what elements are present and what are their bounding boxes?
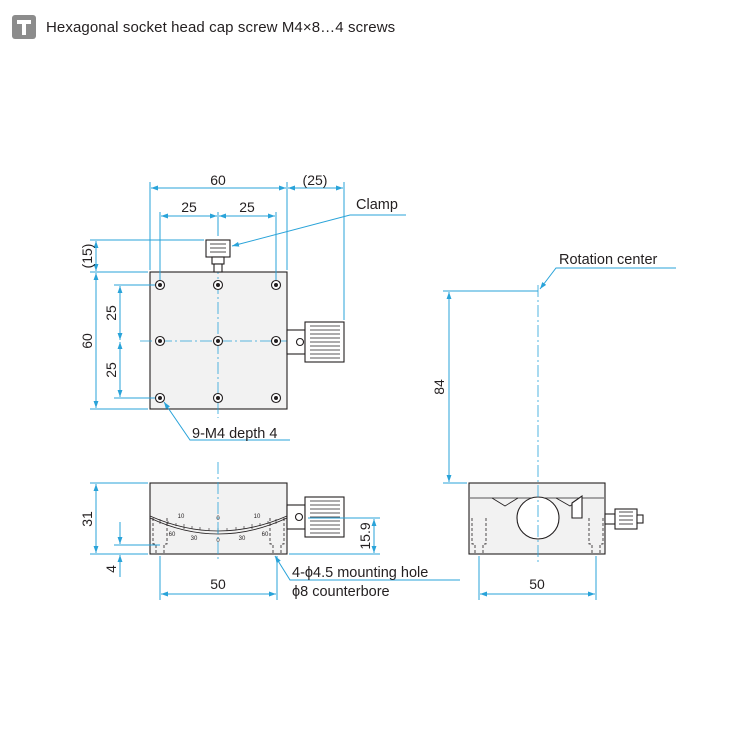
dim-top-pitch-right: 25 [239, 199, 255, 215]
dim-top-pitch-left: 25 [181, 199, 197, 215]
scale-bottom-2: 30 [191, 536, 198, 542]
dim-pitch-upper: 25 [103, 305, 119, 321]
screw-icon [12, 15, 36, 39]
header: Hexagonal socket head cap screw M4×8…4 s… [12, 14, 395, 40]
scale-bottom-3: 0 [216, 538, 220, 544]
dim-front-base: 4 [103, 565, 119, 573]
side-view: 84 Rotation center 50 [431, 252, 676, 600]
clamp-knob [205, 239, 231, 273]
top-view: 60 (25) 25 25 60 (15) 25 25 Clamp 9-M4 d… [79, 172, 406, 442]
rotation-center-label: Rotation center [559, 252, 658, 268]
dim-top-height: 60 [79, 333, 95, 349]
dim-clamp-offset: (15) [79, 244, 95, 269]
front-adjustment-knob [286, 496, 345, 538]
dim-front-rotation-height: 15.9 [357, 522, 373, 549]
mounting-hole-label: 4-ϕ4.5 mounting hole [292, 565, 428, 581]
side-clamp-knob [604, 508, 644, 530]
scale-top-right: 10 [254, 514, 261, 520]
dim-top-extension: (25) [303, 172, 328, 188]
scale-bottom-4: 30 [239, 536, 246, 542]
adjustment-knob [286, 321, 345, 363]
tapped-holes-label: 9-M4 depth 4 [192, 426, 277, 442]
dim-side-rotation-height: 84 [431, 379, 447, 395]
scale-top-left: 10 [178, 514, 185, 520]
dim-front-height: 31 [79, 511, 95, 527]
dim-pitch-lower: 25 [103, 362, 119, 378]
dim-front-hole-pitch: 50 [210, 576, 226, 592]
clamp-label: Clamp [356, 197, 398, 213]
front-view: 10 0 10 60 30 0 30 60 [79, 462, 460, 600]
scale-bottom-5: 60 [262, 532, 269, 538]
scale-bottom-1: 60 [169, 532, 176, 538]
tapped-holes [154, 279, 282, 404]
dim-side-hole-pitch: 50 [529, 576, 545, 592]
page-title: Hexagonal socket head cap screw M4×8…4 s… [46, 18, 396, 36]
counterbore-label: ϕ8 counterbore [292, 584, 390, 600]
dim-top-width: 60 [210, 172, 226, 188]
